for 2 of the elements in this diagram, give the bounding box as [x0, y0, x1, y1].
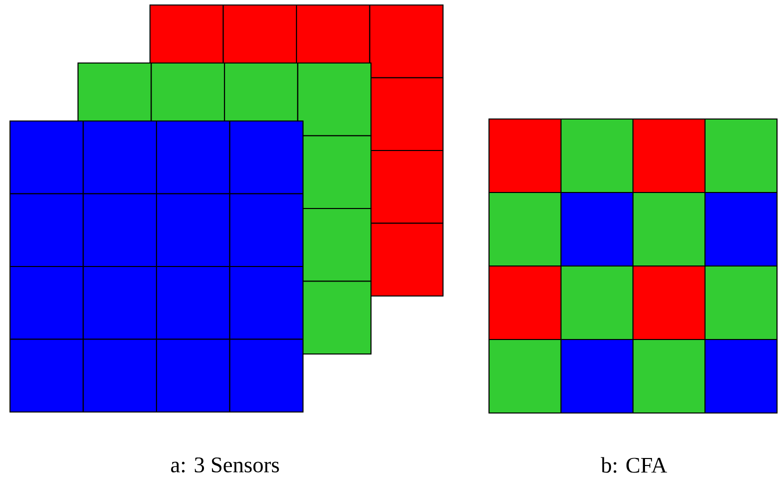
caption-label: a: 3 Sensors — [171, 457, 279, 473]
caption-label: b: CFA — [600, 457, 668, 473]
